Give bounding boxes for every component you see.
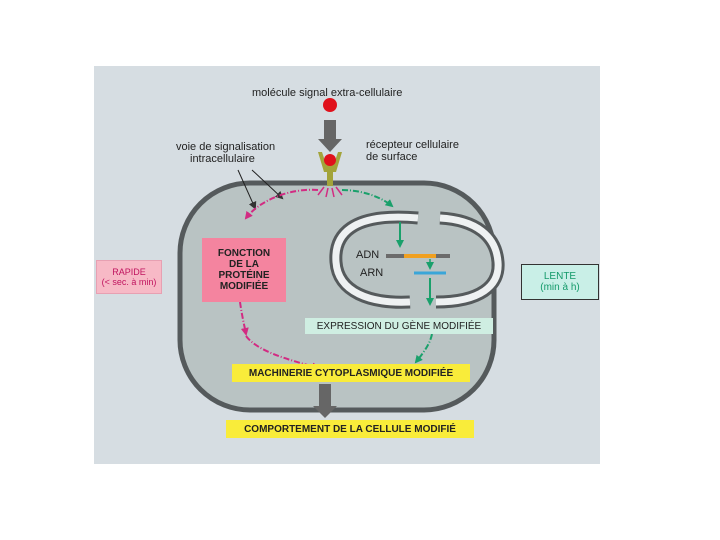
fast-pathway-top	[244, 188, 319, 220]
signal-arrow-head	[318, 139, 342, 152]
slow-timescale-box: LENTE (min à h)	[521, 264, 599, 300]
nucleus-envelope-inner	[332, 213, 502, 306]
slow-pathway-top	[341, 189, 394, 208]
rna-label: ARN	[360, 267, 384, 279]
protein-line1: FONCTION	[217, 248, 271, 259]
signal-arrow-shaft	[324, 120, 336, 140]
fast-pathway-down	[239, 301, 249, 336]
fast-line1: RAPIDE	[112, 267, 146, 277]
protein-function-box: FONCTION DE LA PROTÉINE MODIFIÉE	[202, 238, 286, 302]
fast-timescale-box: RAPIDE (< sec. à min)	[96, 260, 162, 294]
receptor-label-line2: de surface	[366, 150, 418, 163]
machinery-box: MACHINERIE CYTOPLASMIQUE MODIFIÉE	[232, 364, 470, 382]
receptor	[318, 152, 342, 172]
protein-line2: DE LA	[229, 259, 259, 270]
slow-pathway-to-machinery	[414, 333, 433, 364]
slow-line2: (min à h)	[540, 282, 580, 293]
bound-signal	[324, 154, 336, 166]
slow-line1: LENTE	[543, 271, 577, 282]
activation-rays	[317, 186, 343, 198]
output-arrow-shaft	[319, 384, 331, 408]
signal-label: molécule signal extra-cellulaire	[252, 87, 403, 99]
fast-line2: (< sec. à min)	[101, 277, 157, 287]
gene-expression-box: EXPRESSION DU GÈNE MODIFIÉE	[305, 318, 493, 334]
pathway-label-line2: intracellulaire	[190, 152, 255, 165]
behavior-box: COMPORTEMENT DE LA CELLULE MODIFIÉ	[226, 420, 474, 438]
receptor-stem	[327, 172, 333, 186]
dna-label: ADN	[356, 249, 380, 261]
receptor-label-line1: récepteur cellulaire	[366, 139, 459, 151]
receptor-label: récepteur cellulaire de surface	[366, 139, 459, 163]
pathway-pointers	[237, 169, 284, 210]
protein-line3: PROTÉINE	[218, 270, 270, 281]
protein-line4: MODIFIÉE	[219, 281, 269, 292]
signal-molecule	[323, 98, 337, 112]
output-arrow-head	[313, 406, 337, 418]
pathway-label: voie de signalisation intracellulaire	[176, 141, 276, 165]
pathway-label-line1: voie de signalisation	[176, 141, 276, 153]
